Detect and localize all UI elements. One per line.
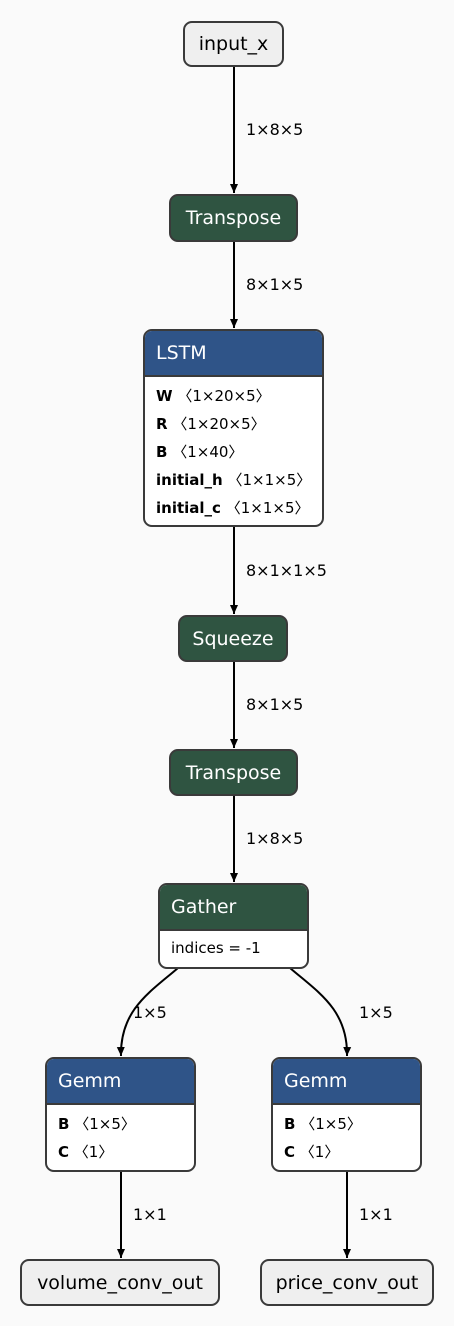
- node-gemm-left[interactable]: Gemm B 〈1×5〉 C 〈1〉: [45, 1057, 196, 1172]
- edge-label-transpose-gather: 1×8×5: [246, 829, 304, 848]
- node-transpose-2[interactable]: Transpose: [169, 749, 298, 796]
- gemm-right-attr-c: C 〈1〉: [284, 1143, 340, 1161]
- node-gemm-right[interactable]: Gemm B 〈1×5〉 C 〈1〉: [271, 1057, 422, 1172]
- node-squeeze-label: Squeeze: [192, 627, 274, 650]
- edge-label-transpose-lstm: 8×1×5: [246, 275, 304, 294]
- lstm-attr-r: R 〈1×20×5〉: [156, 415, 266, 433]
- edge-label-gemm-left-out: 1×1: [133, 1205, 167, 1224]
- gemm-left-attr-c: C 〈1〉: [58, 1143, 114, 1161]
- lstm-attr-initial-c: initial_c 〈1×1×5〉: [156, 499, 310, 517]
- node-gather-attrs: indices = -1: [160, 929, 307, 965]
- node-gemm-right-attrs: B 〈1×5〉 C 〈1〉: [273, 1103, 420, 1169]
- node-gemm-right-header: Gemm: [273, 1059, 420, 1103]
- edge-gather-gemm-left: [116, 967, 179, 1057]
- gemm-left-attr-b: B 〈1×5〉: [58, 1115, 136, 1133]
- node-input-x[interactable]: input_x: [183, 21, 284, 67]
- node-gather-header: Gather: [160, 885, 307, 929]
- lstm-attr-b: B 〈1×40〉: [156, 443, 244, 461]
- node-lstm-header: LSTM: [145, 331, 322, 375]
- edge-label-gemm-right-out: 1×1: [359, 1205, 393, 1224]
- node-gather[interactable]: Gather indices = -1: [158, 883, 309, 969]
- node-gemm-left-header: Gemm: [47, 1059, 194, 1103]
- edge-label-gather-gemm-right: 1×5: [359, 1003, 393, 1022]
- node-transpose-1-label: Transpose: [185, 207, 282, 229]
- node-price-conv-out-label: price_conv_out: [275, 1271, 419, 1294]
- node-volume-conv-out-label: volume_conv_out: [37, 1271, 203, 1294]
- node-transpose-1[interactable]: Transpose: [169, 194, 298, 242]
- edge-label-gather-gemm-left: 1×5: [133, 1003, 167, 1022]
- lstm-attr-initial-h: initial_h 〈1×1×5〉: [156, 471, 312, 489]
- node-lstm[interactable]: LSTM W 〈1×20×5〉 R 〈1×20×5〉 B 〈1×40〉 init…: [143, 329, 324, 527]
- edge-label-input-transpose: 1×8×5: [246, 120, 304, 139]
- edge-gather-gemm-right: [289, 967, 352, 1057]
- gather-attr-indices: indices = -1: [171, 939, 261, 957]
- node-volume-conv-out[interactable]: volume_conv_out: [20, 1259, 220, 1306]
- node-transpose-2-label: Transpose: [185, 761, 282, 784]
- edge-label-squeeze-transpose: 8×1×5: [246, 695, 304, 714]
- gemm-right-attr-b: B 〈1×5〉: [284, 1115, 362, 1133]
- node-lstm-attrs: W 〈1×20×5〉 R 〈1×20×5〉 B 〈1×40〉 initial_h…: [145, 375, 322, 525]
- node-input-x-label: input_x: [198, 33, 269, 55]
- lstm-attr-w: W 〈1×20×5〉: [156, 387, 271, 405]
- edge-label-lstm-squeeze: 8×1×1×5: [246, 561, 327, 580]
- node-squeeze[interactable]: Squeeze: [178, 615, 288, 662]
- node-price-conv-out[interactable]: price_conv_out: [260, 1259, 434, 1306]
- node-gemm-left-attrs: B 〈1×5〉 C 〈1〉: [47, 1103, 194, 1169]
